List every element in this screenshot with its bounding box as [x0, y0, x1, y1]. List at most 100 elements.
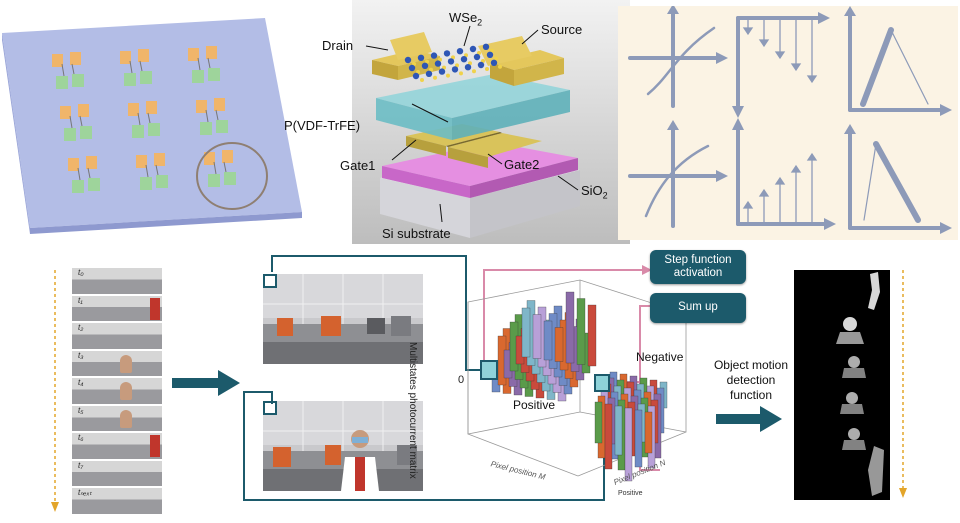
lattice-atom [464, 63, 472, 71]
time-direction-arrow [50, 270, 60, 514]
frame-thumbnail: t₂ [72, 323, 162, 351]
lattice-atom [433, 75, 437, 80]
lattice-atom [469, 45, 477, 53]
positive-bar [554, 327, 564, 362]
step-arrowhead [774, 176, 786, 185]
positive-bar [587, 304, 597, 367]
time-label: t₁ [78, 295, 83, 305]
lattice-atom [420, 78, 424, 82]
step-arrowhead [742, 200, 754, 209]
negative-bar [634, 409, 643, 468]
lattice-atom [417, 54, 425, 61]
chip-array-illustration [2, 18, 302, 234]
motion-detection-output [794, 270, 890, 500]
lattice-atom [459, 71, 463, 76]
lattice-atom [443, 50, 451, 57]
chip-pad-cell [52, 52, 84, 89]
time-label: t₀ [78, 268, 84, 277]
step-arrowhead [758, 39, 770, 48]
pixel-marker-bottom [263, 401, 277, 415]
chip-pad-cell [196, 98, 228, 135]
lattice-atom [408, 64, 416, 72]
step-arrowhead [742, 27, 754, 36]
chip-pad-cell [188, 46, 220, 83]
negative-bar [624, 407, 633, 482]
sio2-label: SiO2 [581, 183, 608, 201]
lattice-atom [490, 59, 498, 66]
lattice-atom [446, 73, 450, 78]
plot-ylabel: Multistates photocurrent matrix [407, 342, 418, 479]
lattice-atom [404, 56, 412, 64]
flow-arrow-1 [172, 370, 242, 401]
plot-zero-tick: 0 [458, 374, 465, 386]
highlight-box-positive [480, 360, 498, 380]
scene-person-photo [263, 401, 423, 491]
step-arrowhead [806, 152, 818, 161]
person-silhouette [120, 354, 132, 373]
wse2-subscript: 2 [477, 17, 483, 28]
sio2-text: SiO [581, 183, 603, 198]
lattice-atom [425, 70, 433, 78]
chip-pad-cell [120, 49, 152, 86]
time-label: t₄ [78, 378, 84, 388]
lattice-atom [473, 53, 481, 61]
lattice-atom [498, 64, 502, 69]
lattice-atom [447, 58, 455, 65]
time-label: t₇ [78, 460, 84, 470]
lattice-atom [412, 72, 420, 80]
lattice-atom [434, 60, 442, 67]
positive-label: Positive [513, 398, 556, 412]
step-arrowhead [758, 188, 770, 197]
chip-pad-cell [204, 150, 236, 187]
lattice-atom [456, 48, 464, 55]
scene-empty-photo [263, 274, 423, 364]
red-object [150, 435, 160, 458]
positive-bar [532, 314, 542, 359]
negative-bar [644, 411, 653, 454]
time-label: t₅ [78, 405, 84, 415]
chip-pad-cell [136, 153, 168, 190]
device-structure-panel: Drain WSe2 Source P(VDF-TrFE) Gate1 Gate… [284, 0, 630, 244]
positive-bar [565, 291, 575, 364]
lattice-atom [421, 62, 429, 69]
lattice-atom [472, 69, 476, 74]
lattice-atom [486, 51, 494, 58]
time-label: t₆ [78, 433, 84, 443]
step-arrowhead [790, 63, 802, 72]
gate1-label: Gate1 [340, 158, 376, 173]
wse2-label: WSe2 [449, 10, 482, 28]
positive-bar [521, 307, 531, 358]
negative-bar [594, 401, 603, 444]
positive-bar [543, 320, 553, 361]
chip-array-panel [0, 0, 310, 240]
lattice-atom [477, 61, 485, 69]
step-arrowhead [774, 51, 786, 60]
frame-thumbnail: t₁ [72, 295, 162, 324]
positive-bar [576, 298, 586, 365]
source-label: Source [541, 22, 583, 37]
step-arrowhead [806, 75, 818, 84]
red-object [150, 297, 160, 320]
person-silhouette [120, 382, 132, 401]
wse2-text: WSe [449, 10, 478, 25]
step-arrowhead [790, 164, 802, 173]
output-time-arrow [898, 270, 908, 500]
lattice-atom [482, 43, 490, 50]
chip-pad-cell [68, 156, 100, 193]
activation-curves [628, 4, 952, 234]
negative-bar [604, 403, 613, 470]
step-function-activation-button[interactable]: Step function activation [650, 250, 746, 284]
frame-thumbnail: t₆ [72, 433, 162, 461]
time-label: t₂ [78, 323, 84, 333]
pvdf-label: P(VDF-TrFE) [284, 118, 361, 133]
chip-pad-cell [60, 104, 92, 141]
negative-bar [614, 405, 623, 456]
sum-up-button[interactable]: Sum up [650, 293, 746, 323]
frame-thumbnail: t₅ [72, 405, 162, 434]
omd-label: Object motion detection function [713, 358, 789, 402]
time-label: tₙₑₓₜ [78, 488, 92, 498]
frame-thumbnail: t₃ [72, 350, 162, 379]
pixel-marker-top [263, 274, 277, 288]
chip-pad-cell [128, 101, 160, 138]
